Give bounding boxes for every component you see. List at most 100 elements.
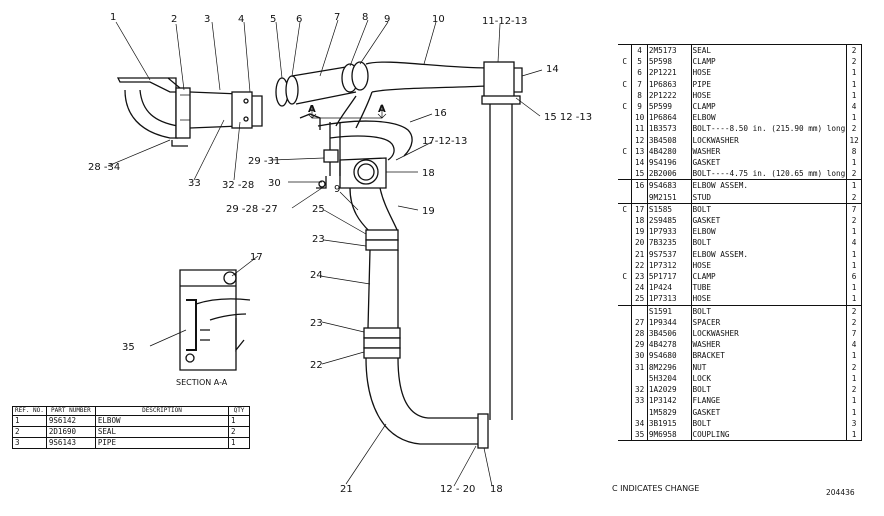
change-marker: [618, 293, 632, 306]
cell-ref: 25: [631, 293, 648, 306]
change-marker: C: [622, 146, 627, 156]
cell-qty: 1: [846, 428, 862, 441]
change-marker: [618, 45, 632, 57]
section-a-a-label: SECTION A-A: [176, 378, 228, 387]
cell-qty: 1: [846, 350, 862, 362]
cell-part: S1591: [647, 305, 692, 317]
change-marker: [618, 305, 632, 317]
cell-qty: 2: [846, 215, 862, 227]
cell-part: 2B2006: [647, 168, 692, 181]
callout-33: 33: [188, 178, 201, 189]
cell-ref: 30: [631, 350, 648, 362]
change-marker: [618, 362, 632, 373]
cell-part: 1P7312: [647, 259, 692, 272]
change-marker: [618, 350, 632, 361]
header-part: PART NUMBER: [45, 406, 96, 416]
cell-part: 1P7313: [647, 293, 692, 306]
cell-qty: 4: [846, 101, 862, 113]
cell-qty: 1: [846, 282, 862, 294]
cell-part: 1P424: [647, 282, 692, 294]
cell-ref: 33: [631, 395, 648, 407]
callout-3: 3: [204, 14, 210, 25]
cell-desc: NUT: [692, 362, 707, 372]
cell-desc: LOCK: [692, 373, 712, 383]
callout-28-34: 28 -34: [88, 162, 120, 173]
cell-part: 9M6958: [647, 428, 692, 441]
section-a-a-coupling: [179, 269, 251, 371]
header-qty: QTY: [228, 406, 250, 416]
cell-ref: 5: [631, 56, 648, 68]
table-row: 2 2D1690 SEAL 2: [12, 426, 250, 438]
callout-9b: 9: [334, 184, 340, 195]
callout-30: 30: [268, 178, 281, 189]
cell-part: 9S6142: [45, 415, 96, 427]
change-marker: [618, 373, 632, 384]
change-marker: [618, 328, 632, 339]
callout-29-28-27: 29 -28 -27: [226, 204, 278, 215]
cell-desc: BRACKET: [692, 351, 725, 361]
cell-qty: 1: [846, 372, 862, 385]
change-marker: [618, 67, 632, 78]
cell-qty: 7: [846, 203, 862, 216]
cell-part: 5H3204: [647, 372, 692, 385]
cell-ref: 12: [631, 134, 648, 146]
callout-1: 1: [110, 12, 116, 23]
callout-11-12-13: 11-12-13: [482, 16, 527, 27]
cell-ref: 14: [631, 157, 648, 169]
cell-qty: 1: [228, 437, 250, 449]
cell-desc: LOCKWASHER: [692, 135, 739, 145]
cell-desc: BOLT: [692, 204, 712, 214]
cell-ref: 20: [631, 237, 648, 249]
change-marker: C: [622, 57, 627, 67]
cell-part: 2S9485: [647, 215, 692, 227]
cell-qty: 2: [846, 305, 862, 317]
cell-part: 2M5173: [647, 44, 692, 57]
cell-part: 5P598: [647, 56, 692, 68]
change-marker: [618, 384, 632, 395]
callout-7: 7: [334, 12, 340, 23]
cell-ref: [631, 372, 648, 385]
cell-qty: 7: [846, 328, 862, 340]
change-marker: [618, 215, 632, 226]
cell-qty: 2: [846, 168, 862, 181]
change-marker: [618, 180, 632, 192]
cell-desc: COUPLING: [692, 429, 730, 439]
table-row: 3 9S6143 PIPE 1: [12, 437, 250, 449]
cell-desc: CLAMP: [692, 272, 716, 282]
cell-qty: 1: [846, 179, 862, 192]
cell-desc: SEAL: [692, 46, 712, 55]
cell-ref: 3: [12, 437, 47, 449]
cell-ref: 13: [631, 145, 648, 158]
cell-part: 1M5829: [647, 406, 692, 418]
cell-qty: 2: [846, 384, 862, 396]
cell-part: S1585: [647, 203, 692, 216]
callout-9: 9: [384, 14, 390, 25]
cell-desc: ELBOW: [692, 227, 716, 237]
cell-qty: 2: [846, 191, 862, 204]
cell-qty: 2: [846, 56, 862, 68]
cell-desc: ELBOW: [94, 415, 230, 427]
callout-17b: 17: [250, 252, 263, 263]
callout-5: 5: [270, 14, 276, 25]
cell-part: 3B4506: [647, 328, 692, 340]
cell-ref: [631, 406, 648, 418]
change-marker: [618, 429, 632, 441]
cell-desc: WASHER: [692, 340, 721, 350]
change-marker: [618, 237, 632, 248]
elbow-16-assembly: [299, 113, 413, 189]
cell-desc: BOLT----4.75 in. (120.65 mm) long: [691, 168, 847, 181]
change-marker: [618, 123, 632, 134]
cell-ref: 15: [631, 168, 648, 181]
callout-2: 2: [171, 14, 177, 25]
cell-desc: SEAL: [94, 426, 230, 438]
